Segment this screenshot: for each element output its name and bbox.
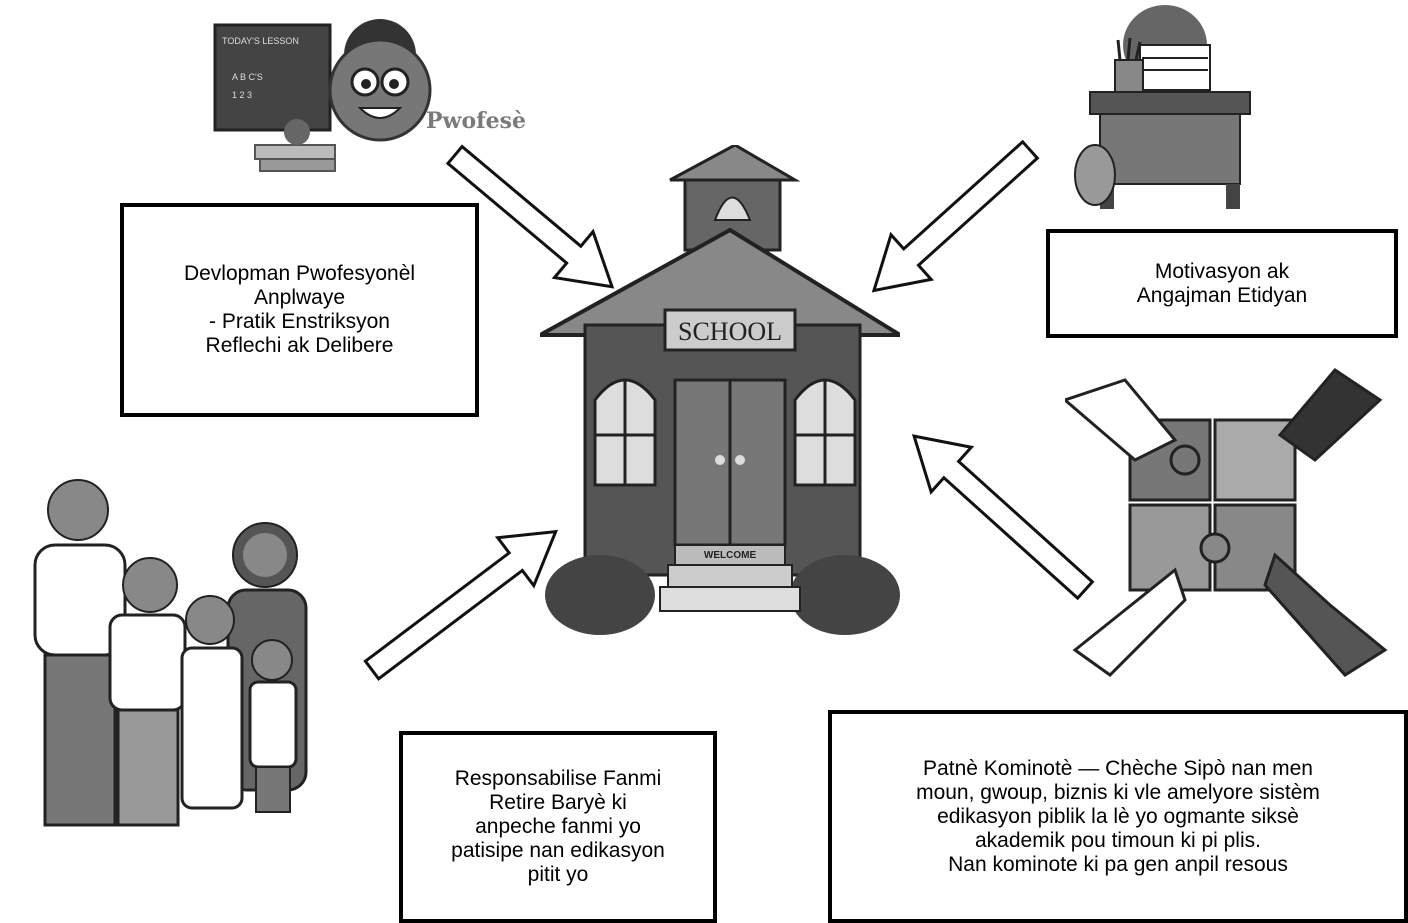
box-line: patisipe nan edikasyon xyxy=(451,839,665,862)
student-illustration xyxy=(1074,5,1251,209)
arrow-from-family xyxy=(363,529,559,681)
box-line: anpeche fanmi yo xyxy=(475,815,641,838)
box-line: - Pratik Enstriksyon xyxy=(209,310,390,333)
box-line: Angajman Etidyan xyxy=(1136,283,1308,307)
family-box: Responsabilise Fanmi Retire Baryè ki anp… xyxy=(399,731,717,923)
box-line: akademik pou timoun ki pi plis. xyxy=(975,828,1261,852)
chalkboard xyxy=(213,23,332,132)
box-line: Reflechi ak Delibere xyxy=(205,334,394,357)
welcome-mat: WELCOME xyxy=(704,550,757,561)
box-line: Nan kominote ki pa gen anpil resous xyxy=(948,852,1288,876)
community-box: Patnè Kominotè — Chèche Sipò nan men mou… xyxy=(828,710,1408,923)
box-line: Devlopman Pwofesyonèl xyxy=(183,262,416,285)
box-line: Patnè Kominotè — Chèche Sipò nan men xyxy=(923,756,1313,780)
arrow-from-community xyxy=(911,434,1095,601)
teacher-label: Pwofesè xyxy=(426,108,526,134)
box-line: Anplwaye xyxy=(253,286,346,309)
family-illustration xyxy=(33,479,308,827)
board-line-2: A B C'S xyxy=(232,72,263,82)
box-line: Responsabilise Fanmi xyxy=(454,767,662,790)
box-line: Motivasyon ak xyxy=(1154,259,1290,283)
box-line: edikasyon piblik la lè yo ogmante siksè xyxy=(937,804,1299,828)
box-line: Retire Baryè ki xyxy=(489,791,627,814)
board-line-1: TODAY'S LESSON xyxy=(222,36,299,46)
box-line: pitit yo xyxy=(527,863,589,886)
puzzle-hands-illustration xyxy=(1065,368,1388,677)
teacher-illustration: TODAY'S LESSON A B C'S 1 2 3 xyxy=(213,19,432,172)
school-sign: SCHOOL xyxy=(678,317,782,346)
arrow-from-student xyxy=(871,139,1040,293)
student-motivation-box: Motivasyon ak Angajman Etidyan xyxy=(1046,229,1398,338)
board-line-3: 1 2 3 xyxy=(232,90,252,100)
professional-development-box: Devlopman Pwofesyonèl Anplwaye - Pratik … xyxy=(120,203,479,417)
school-illustration: SCHOOL WELCOME xyxy=(540,145,900,635)
box-line: moun, gwoup, biznis ki vle amelyore sist… xyxy=(916,780,1320,804)
arrow-from-teacher xyxy=(445,144,615,289)
